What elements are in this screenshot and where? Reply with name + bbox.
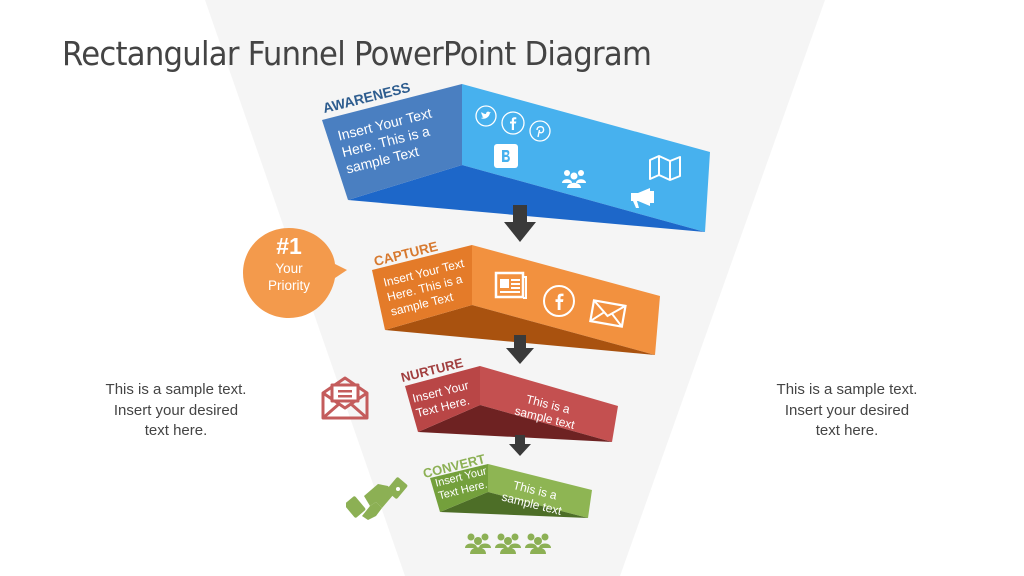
newspaper-icon (494, 271, 527, 299)
arrow-down-2 (506, 335, 534, 364)
mail-icon (589, 299, 627, 328)
stage-convert-shape (430, 464, 592, 518)
users-group-icon (465, 533, 491, 554)
left-note: This is a sample text. Insert your desir… (105, 381, 247, 439)
facebook-icon (501, 111, 525, 135)
priority-badge: #1 Your Priority (243, 232, 335, 294)
priority-badge-shape (243, 228, 347, 318)
pinterest-icon (529, 120, 551, 142)
arrow-down-3 (509, 435, 531, 456)
map-icon (649, 155, 681, 181)
right-note: This is a sample text. Insert your desir… (776, 381, 918, 439)
blogger-icon (494, 144, 518, 168)
priority-line-2: Priority (267, 278, 310, 293)
open-mail-icon (321, 376, 369, 420)
users-group-icon (562, 170, 586, 188)
slide-title: Rectangular Funnel PowerPoint Diagram (62, 34, 652, 73)
megaphone-icon (631, 188, 654, 208)
users-group-icon (495, 533, 521, 554)
twitter-icon (475, 105, 497, 127)
priority-line-1: Your (275, 261, 303, 276)
users-group-icon (525, 533, 551, 554)
stage-nurture-shape (405, 366, 618, 442)
arrow-down-1 (504, 205, 536, 242)
facebook-icon (543, 285, 575, 317)
priority-number: #1 (276, 233, 302, 259)
handshake-icon (346, 477, 408, 520)
